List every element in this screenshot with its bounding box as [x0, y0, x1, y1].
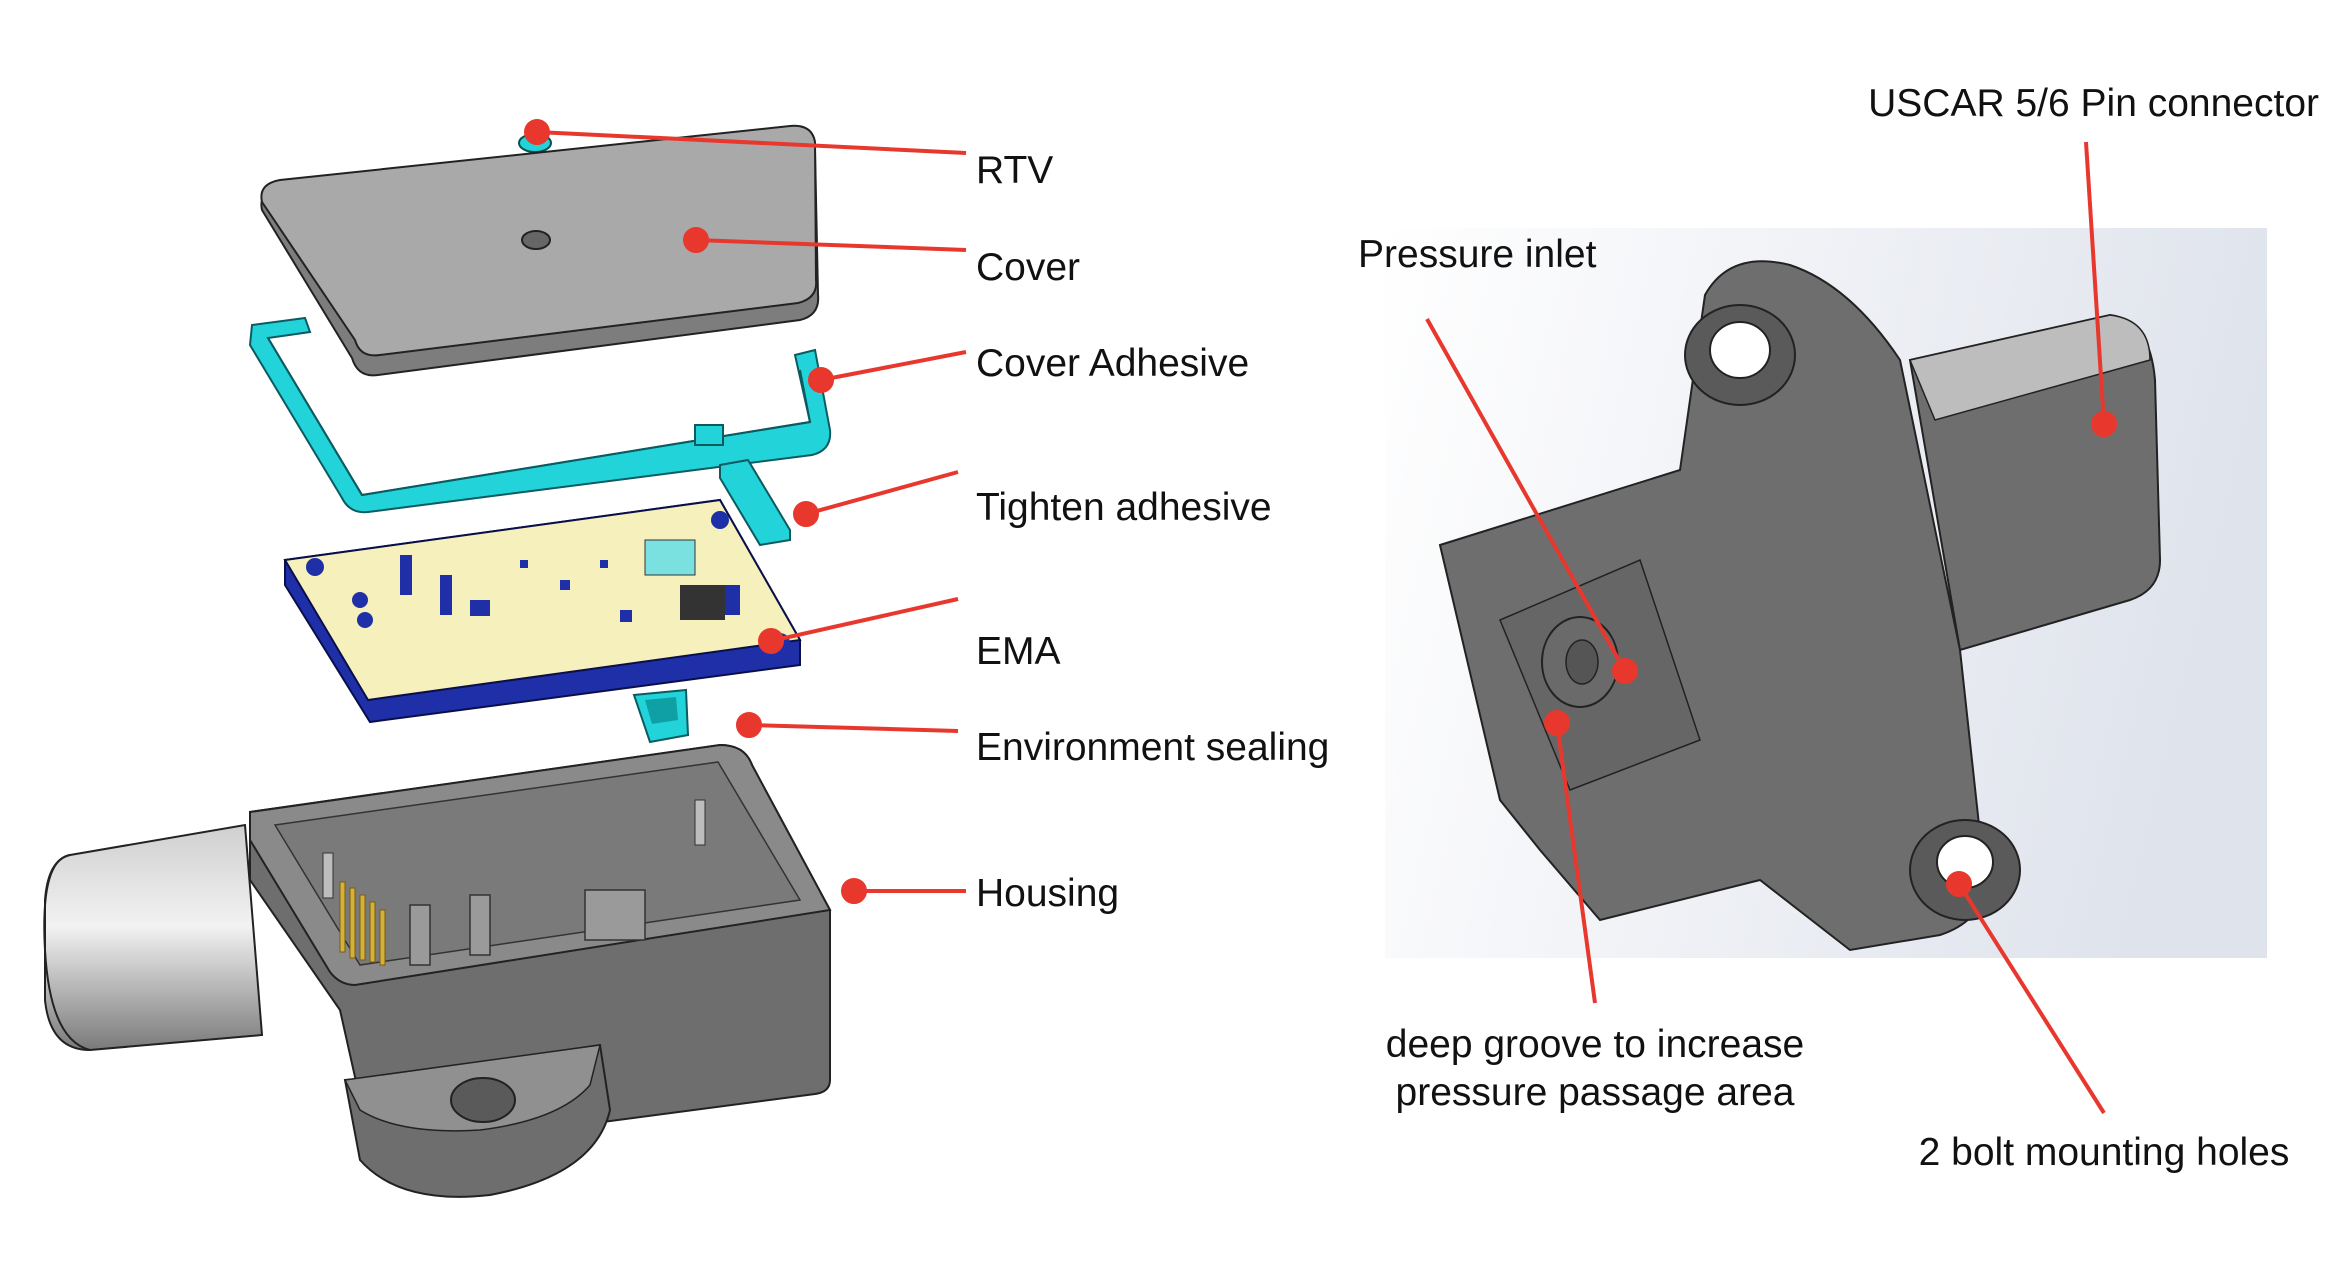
leader-pressure-inlet — [1425, 318, 1627, 672]
leader-dot-environment-sealing — [736, 712, 762, 738]
leader-dot-housing — [841, 878, 867, 904]
leader-dot-rtv — [524, 119, 550, 145]
label-tighten-adhesive: Tighten adhesive — [976, 486, 1272, 529]
ema-pcb-part — [283, 498, 802, 724]
leader-lines — [524, 119, 2117, 1115]
leader-environment-sealing — [748, 723, 959, 733]
assembled-sensor-part — [1438, 260, 2162, 952]
label-housing: Housing — [976, 872, 1120, 915]
leader-cover-adhesive — [820, 350, 967, 382]
leader-dot-mounting — [1946, 871, 1972, 897]
leader-mounting — [1957, 882, 2106, 1115]
label-cover: Cover — [976, 246, 1081, 289]
label-uscar-connector: USCAR 5/6 Pin connector — [1868, 82, 2319, 125]
label-environment-sealing: Environment sealing — [976, 726, 1330, 769]
leader-dot-groove — [1544, 710, 1570, 736]
leader-groove — [1555, 722, 1597, 1004]
leader-ema — [770, 597, 959, 643]
tighten-adhesive-part — [719, 458, 791, 547]
leader-rtv — [536, 130, 967, 155]
leader-tighten-adhesive — [805, 470, 959, 516]
label-groove-line2: pressure passage area — [1395, 1071, 1795, 1114]
label-cover-adhesive: Cover Adhesive — [976, 342, 1250, 385]
leader-dot-ema — [758, 628, 784, 654]
housing-part — [43, 743, 832, 1198]
label-ema: EMA — [976, 630, 1061, 673]
cover-part — [260, 124, 820, 377]
leader-dot-cover — [683, 227, 709, 253]
label-mounting-holes: 2 bolt mounting holes — [1918, 1131, 2290, 1174]
label-groove-line1: deep groove to increase — [1385, 1023, 1805, 1066]
environment-sealing-part — [632, 688, 690, 744]
leader-dot-cover-adhesive — [808, 367, 834, 393]
leader-cover — [695, 238, 967, 252]
leader-connector — [2084, 141, 2106, 425]
label-pressure-inlet: Pressure inlet — [1358, 233, 1597, 276]
leader-dot-pressure-inlet — [1612, 658, 1638, 684]
cover-adhesive-part — [248, 316, 832, 514]
label-rtv: RTV — [976, 149, 1054, 192]
leader-dot-connector — [2091, 411, 2117, 437]
leader-dot-tighten-adhesive — [793, 501, 819, 527]
